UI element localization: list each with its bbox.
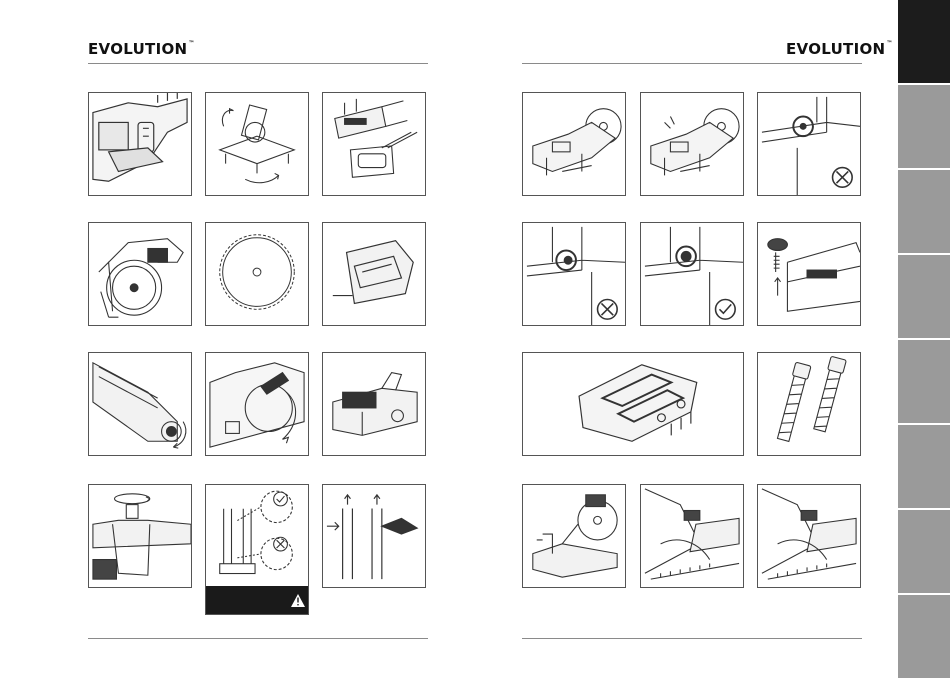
side-tab-1 bbox=[898, 0, 950, 83]
figure-blade-guard-lift bbox=[205, 352, 309, 456]
figure-pin-incorrect bbox=[757, 92, 861, 196]
figure-saw-side-1 bbox=[522, 92, 626, 196]
figure-pin-correct bbox=[640, 222, 744, 326]
figure-blade-guard-side bbox=[88, 222, 192, 326]
footer-rule-left bbox=[88, 638, 428, 639]
figure-saw-head-top bbox=[322, 352, 426, 456]
side-tab-8 bbox=[898, 595, 950, 678]
figure-dust-chute-cover bbox=[522, 352, 744, 456]
figure-saw-tilt bbox=[205, 92, 309, 196]
figure-saw-blade bbox=[205, 222, 309, 326]
figure-rod-alignment bbox=[322, 484, 426, 588]
header-rule-right bbox=[522, 63, 862, 64]
figure-fence-clamp-2 bbox=[757, 484, 861, 588]
figure-clamp-check bbox=[205, 484, 309, 615]
brand-logo-right: EVOLUTION™ bbox=[786, 40, 893, 58]
side-tab-7 bbox=[898, 510, 950, 593]
side-tab-6 bbox=[898, 425, 950, 508]
figure-knob-screw bbox=[757, 222, 861, 326]
side-tab-5 bbox=[898, 340, 950, 423]
figure-clamp-knob-rotate bbox=[88, 484, 192, 588]
figure-dust-bag-clip bbox=[322, 222, 426, 326]
figure-dust-bag-parts bbox=[322, 92, 426, 196]
side-tab-2 bbox=[898, 85, 950, 168]
figure-pin-incorrect-2 bbox=[522, 222, 626, 326]
brand-logo-left: EVOLUTION™ bbox=[88, 40, 195, 58]
side-tab-4 bbox=[898, 255, 950, 338]
side-tab-3 bbox=[898, 170, 950, 253]
figure-hex-bolts bbox=[757, 352, 861, 456]
figure-saw-arm-lock bbox=[88, 92, 192, 196]
header-rule-left bbox=[88, 63, 428, 64]
figure-fence-clamp-1 bbox=[640, 484, 744, 588]
figure-bevel-knob bbox=[88, 352, 192, 456]
figure-saw-side-2 bbox=[640, 92, 744, 196]
warning-bar bbox=[206, 586, 308, 614]
footer-rule-right bbox=[522, 638, 862, 639]
figure-saw-front bbox=[522, 484, 626, 588]
